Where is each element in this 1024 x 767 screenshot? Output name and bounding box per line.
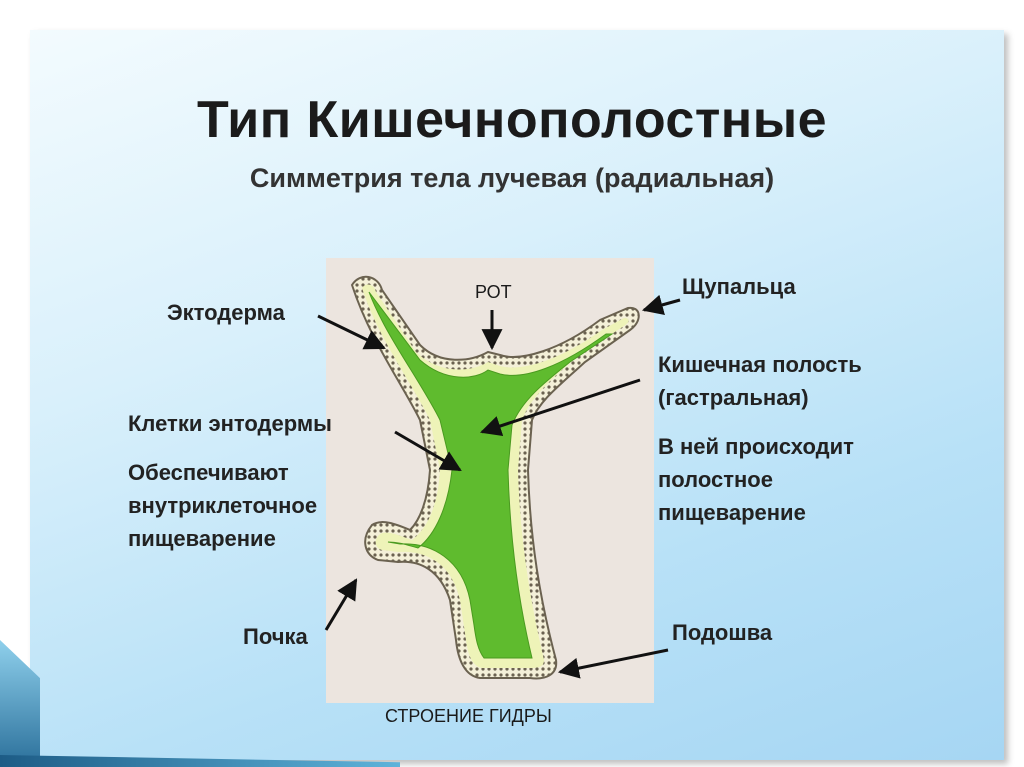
slide-subtitle: Симметрия тела лучевая (радиальная): [249, 163, 775, 193]
label-endoderm-cells: Клетки энтодермы: [128, 411, 332, 436]
arrow-tentacles: [641, 294, 681, 316]
label-gut-cavity-line1: Кишечная полость: [658, 352, 862, 377]
label-endoderm-func-line3: пищеварение: [128, 526, 276, 551]
label-digestion-line1: В ней происходит: [658, 434, 854, 459]
label-rot: РОТ: [475, 282, 512, 302]
label-endoderm-func-line1: Обеспечивают: [128, 460, 289, 485]
label-tentacles: Щупальца: [682, 274, 796, 299]
hydra-body: [350, 275, 640, 680]
label-digestion-line3: пищеварение: [658, 500, 806, 525]
arrow-sole: [557, 648, 669, 679]
slide-title: Тип Кишечнополостные: [196, 91, 828, 149]
label-gut-cavity-line2: (гастральная): [658, 385, 809, 410]
label-bud: Почка: [243, 624, 308, 649]
label-endoderm-func-line2: внутриклеточное: [128, 493, 318, 518]
label-ectoderm: Эктодерма: [167, 300, 285, 325]
label-digestion-line2: полостное: [658, 467, 773, 492]
diagram-caption: СТРОЕНИЕ ГИДРЫ: [385, 706, 552, 726]
label-sole: Подошва: [672, 620, 773, 645]
arrow-ectoderm: [317, 314, 386, 350]
arrow-bud: [324, 578, 358, 631]
arrow-endoderm: [394, 430, 462, 472]
gastric-cavity: [368, 291, 614, 659]
arrow-gut-cavity: [480, 378, 641, 437]
label-arrows: [317, 294, 681, 679]
